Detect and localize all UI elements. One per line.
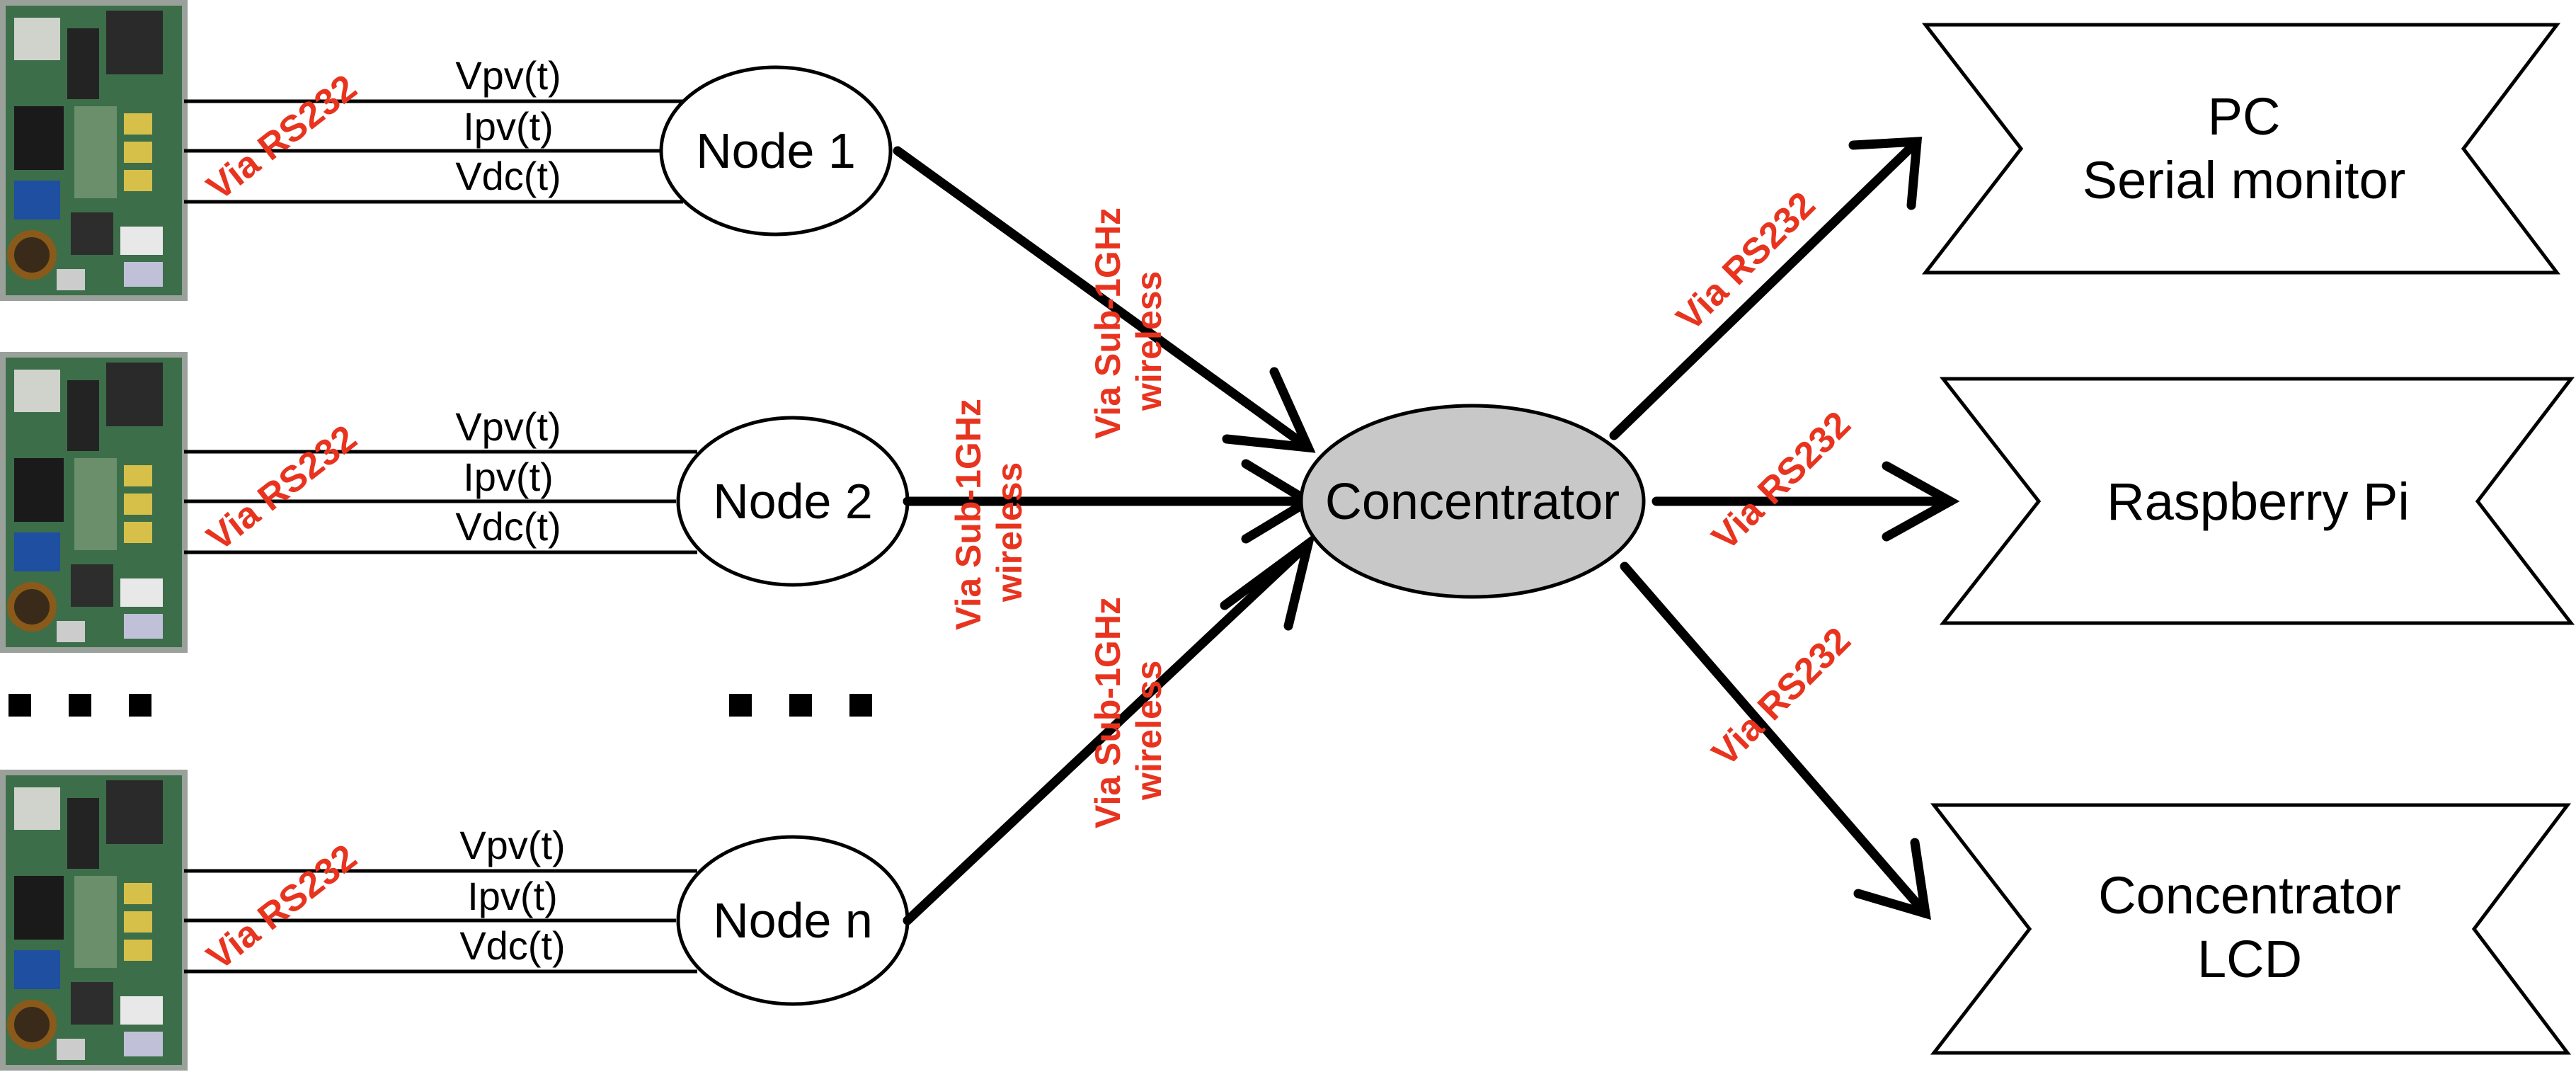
arrowhead-pc — [1848, 137, 1923, 210]
pv-board-2-image — [0, 352, 188, 653]
wireless-label-1: Via Sub-1GHz wireless — [1088, 207, 1169, 439]
ellipsis-left-icon — [8, 694, 151, 717]
concentrator-node — [1299, 404, 1646, 599]
raspberry-label: Raspberry Pi — [2107, 472, 2410, 531]
wireless-label-2: Via Sub-1GHz wireless — [949, 399, 1029, 630]
pc-label-line2: Serial monitor — [2083, 151, 2406, 210]
svg-text:wireless: wireless — [1129, 661, 1169, 801]
svg-text:wireless: wireless — [990, 462, 1029, 603]
arrowhead-raspberry — [1882, 461, 1960, 542]
rs232-label-board-2: Via RS232 — [200, 417, 365, 559]
rs232-label-pc: Via RS232 — [1668, 184, 1823, 338]
signal-ipv-n: Ipv(t) — [467, 874, 558, 918]
signal-vdc-1: Vdc(t) — [455, 154, 561, 198]
arrow-to-pc — [1609, 137, 1922, 440]
signal-vpv-1: Vpv(t) — [455, 53, 561, 98]
signal-vpv-2: Vpv(t) — [455, 404, 561, 449]
arrow-noden-concentrator — [903, 539, 1313, 925]
signal-ipv-2: Ipv(t) — [463, 455, 554, 499]
rs232-label-board-1: Via RS232 — [200, 67, 365, 208]
ellipsis-right-icon — [729, 694, 872, 717]
node-1-label: Node 1 — [696, 123, 856, 178]
pv-board-1-image — [0, 0, 188, 301]
arrow-to-lcd — [1620, 561, 1930, 918]
rs232-label-raspberry: Via RS232 — [1704, 404, 1858, 558]
node-2-label: Node 2 — [713, 474, 873, 529]
arrow-node1-concentrator — [893, 146, 1313, 452]
banner-lcd — [1930, 803, 2572, 1055]
lcd-label-line2: LCD — [2197, 930, 2302, 988]
node-1 — [659, 65, 893, 236]
signal-vdc-2: Vdc(t) — [455, 504, 561, 549]
arrowhead-lcd — [1853, 838, 1931, 920]
svg-text:wireless: wireless — [1129, 271, 1169, 411]
pv-board-n-image — [0, 770, 188, 1071]
node-n-label: Node n — [713, 893, 873, 948]
banner-raspberry — [1939, 377, 2575, 625]
rs232-label-board-n: Via RS232 — [200, 836, 365, 978]
banner-pc — [1921, 23, 2561, 275]
signal-ipv-1: Ipv(t) — [463, 104, 554, 149]
concentrator-label: Concentrator — [1325, 474, 1620, 530]
lcd-label-line1: Concentrator — [2098, 866, 2401, 925]
svg-text:Via Sub-1GHz: Via Sub-1GHz — [1088, 597, 1128, 828]
pc-label-line1: PC — [2208, 87, 2281, 146]
arrowhead-node1 — [1222, 367, 1316, 453]
wireless-label-n: Via Sub-1GHz wireless — [1088, 597, 1169, 828]
signal-vpv-n: Vpv(t) — [459, 823, 565, 867]
svg-text:Via Sub-1GHz: Via Sub-1GHz — [949, 399, 988, 630]
arrowhead-noden — [1220, 532, 1316, 631]
svg-text:Via Sub-1GHz: Via Sub-1GHz — [1088, 207, 1128, 439]
signal-vdc-n: Vdc(t) — [459, 923, 565, 968]
